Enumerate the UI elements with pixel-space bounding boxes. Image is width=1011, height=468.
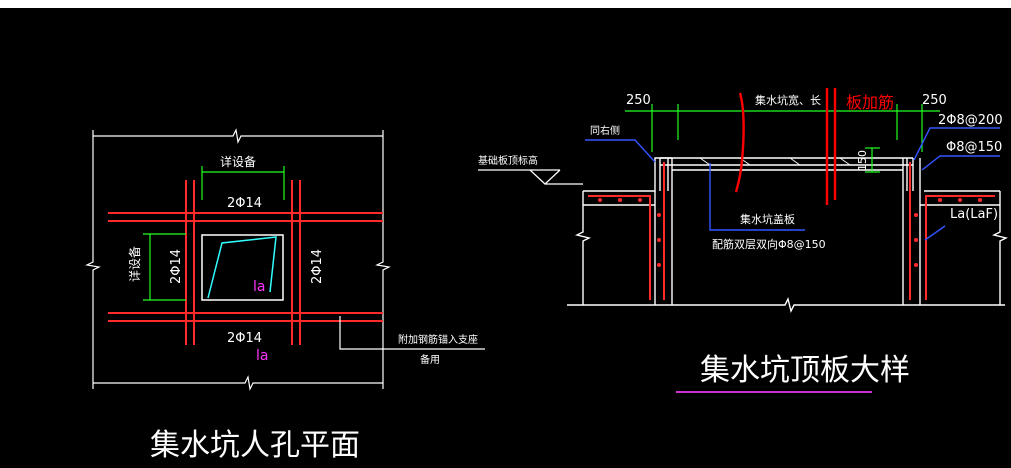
manhole-bar-bend [207, 236, 277, 299]
dim-top-label: 详设备 [220, 154, 256, 169]
annotation-stroke-1 [734, 92, 745, 193]
cover-slab [660, 157, 913, 166]
note-line1: 附加钢筋锚入支座 [398, 333, 478, 346]
wall-rebar-right [925, 195, 995, 300]
top-window-strip [0, 0, 1011, 8]
dim-left-label: 详设备 [127, 246, 142, 282]
label-slab-top: 基础板顶标高 [478, 154, 538, 167]
label-pit-cover: 集水坑盖板 [740, 212, 795, 226]
leader-mesh [921, 155, 1000, 171]
plan-title: 集水坑人孔平面 [150, 428, 360, 463]
cover-lip-right [906, 158, 914, 191]
slab-top-line-left [583, 157, 672, 192]
note-line2: 备用 [420, 353, 440, 366]
plan-border-top [93, 128, 383, 144]
label-top-rebar: 2Φ8@200 [938, 113, 1003, 128]
leader-pit-cover [709, 163, 805, 231]
dim-right-value: 250 [922, 93, 947, 108]
break-left [574, 191, 592, 305]
break-right [991, 191, 1009, 305]
label-pit-cover-rebar: 配筋双层双向Φ8@150 [712, 237, 826, 251]
rebar-bottom-label: 2Φ14 [227, 331, 262, 346]
dim-left-value: 250 [626, 93, 651, 108]
pit-bottom [567, 296, 1005, 314]
manhole-opening [201, 234, 284, 301]
leader-side-wall [585, 139, 656, 163]
manhole-plan: 详设备 详设备 2Φ14 2Φ14 2Φ14 2Φ14 la la 附加钢筋锚入… [85, 128, 485, 463]
la-below-label: la [256, 348, 268, 364]
rebar-top-label: 2Φ14 [227, 196, 262, 211]
label-side-wall: 同右侧 [590, 124, 620, 137]
detail-title: 集水坑顶板大样 [700, 353, 910, 388]
wall-rebar-left [588, 195, 651, 300]
note-leader [339, 316, 485, 350]
annotation-text: 板加筋 [846, 93, 894, 112]
label-la: La(LaF) [950, 207, 998, 222]
level-marker [478, 169, 561, 185]
leader-la [924, 225, 946, 241]
leader-top-rebar [913, 127, 1000, 161]
rebar-right-label: 2Φ14 [310, 249, 325, 284]
dim-vertical-value: 150 [856, 150, 869, 171]
pit-cover-detail: 250 集水坑宽、长 250 板加筋 同右侧 2Φ8@200 Φ8@150 基础… [478, 88, 1009, 393]
plan-border-right [375, 130, 391, 389]
rebar-left-label: 2Φ14 [169, 249, 184, 284]
dim-middle-value: 集水坑宽、长 [755, 93, 821, 107]
plan-border-left [85, 130, 101, 389]
label-mesh: Φ8@150 [946, 140, 1002, 155]
plan-border-bottom [93, 375, 383, 391]
la-inner-label: la [253, 279, 265, 295]
cover-lip-left [659, 158, 669, 191]
